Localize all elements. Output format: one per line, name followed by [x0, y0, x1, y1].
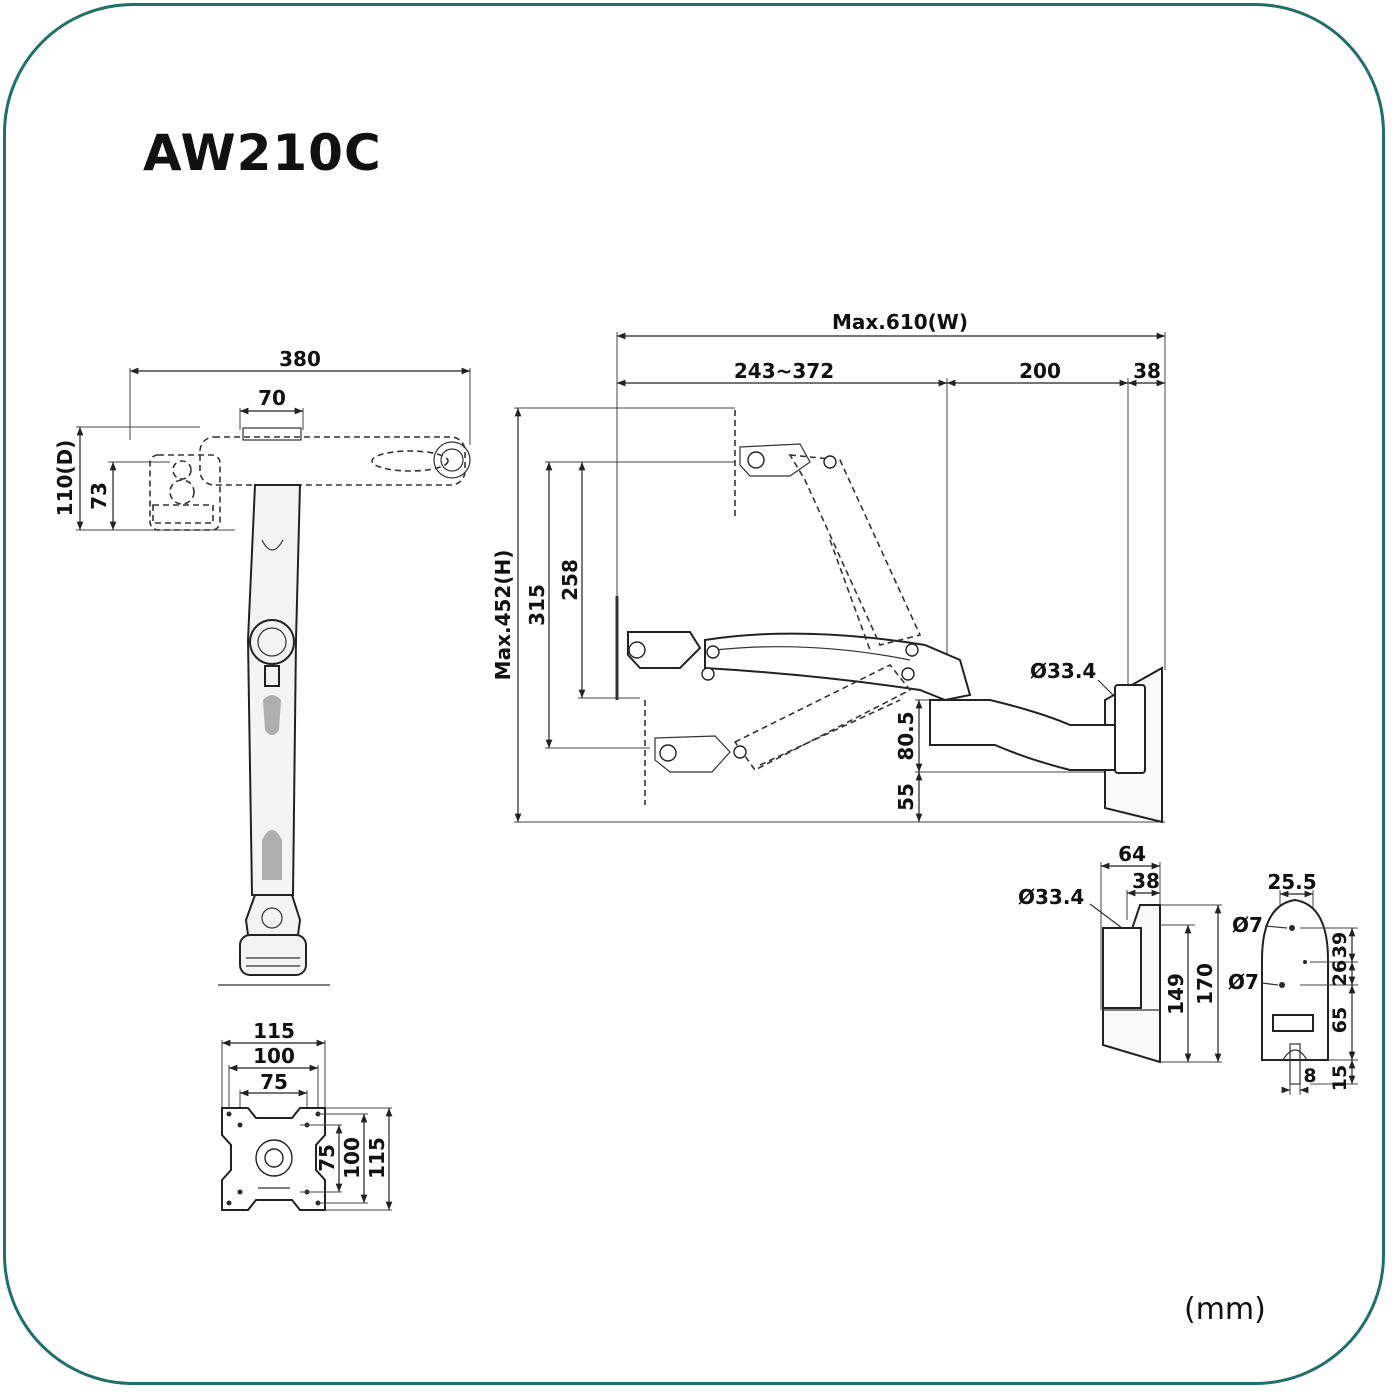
bp-dim-39: 39 — [1329, 932, 1351, 958]
bp-dim-8: 8 — [1303, 1065, 1316, 1087]
wm-dim-170: 170 — [1193, 963, 1217, 1005]
dim-55: 55 — [894, 783, 918, 811]
side-view: Max.610(W) 243~372 200 38 Max.452(H) 315… — [491, 310, 1166, 824]
bp-dim-15: 15 — [1329, 1065, 1351, 1091]
unit-label: (mm) — [1184, 1292, 1266, 1327]
dim-315: 315 — [525, 584, 549, 626]
top-view: 380 70 110(D) 73 — [53, 347, 471, 986]
vesa-dim-75-top: 75 — [260, 1070, 288, 1094]
dim-200: 200 — [1019, 359, 1061, 383]
bp-hole-top: Ø7 — [1232, 913, 1263, 937]
vesa-dim-100-side: 100 — [340, 1137, 364, 1179]
dim-max-height: Max.452(H) — [491, 550, 515, 681]
vesa-dim-115-top: 115 — [253, 1019, 295, 1043]
wm-dim-64: 64 — [1118, 842, 1146, 866]
dim-80-5: 80.5 — [894, 711, 918, 760]
dim-380: 380 — [279, 347, 321, 371]
wm-dim-38: 38 — [1132, 869, 1160, 893]
dim-max-width: Max.610(W) — [832, 310, 968, 334]
dim-reach: 243~372 — [734, 359, 834, 383]
vesa-dim-100-top: 100 — [253, 1044, 295, 1068]
back-plate-view: 25.5 Ø7 Ø7 39 26 65 15 8 — [1228, 870, 1358, 1095]
product-title: AW210C — [143, 124, 382, 182]
bp-hole-mid: Ø7 — [1228, 970, 1259, 994]
wall-mount-view: 64 38 Ø33.4 149 170 — [1018, 842, 1222, 1064]
label-pole-diameter: Ø33.4 — [1030, 659, 1096, 683]
wm-label-pole-diameter: Ø33.4 — [1018, 885, 1084, 909]
wm-dim-149: 149 — [1164, 973, 1188, 1015]
vesa-dim-115-side: 115 — [365, 1137, 389, 1179]
vesa-plate-view: 115 100 75 75 100 115 — [221, 1019, 393, 1211]
dim-70: 70 — [258, 386, 286, 410]
bp-dim-65: 65 — [1329, 1007, 1351, 1033]
bp-dim-26: 26 — [1329, 960, 1351, 986]
dim-38: 38 — [1133, 359, 1161, 383]
dim-258: 258 — [558, 559, 582, 601]
dim-110d: 110(D) — [53, 440, 77, 517]
vesa-dim-75-side: 75 — [315, 1144, 339, 1172]
dim-73: 73 — [87, 482, 111, 510]
bp-dim-25-5: 25.5 — [1267, 870, 1316, 894]
